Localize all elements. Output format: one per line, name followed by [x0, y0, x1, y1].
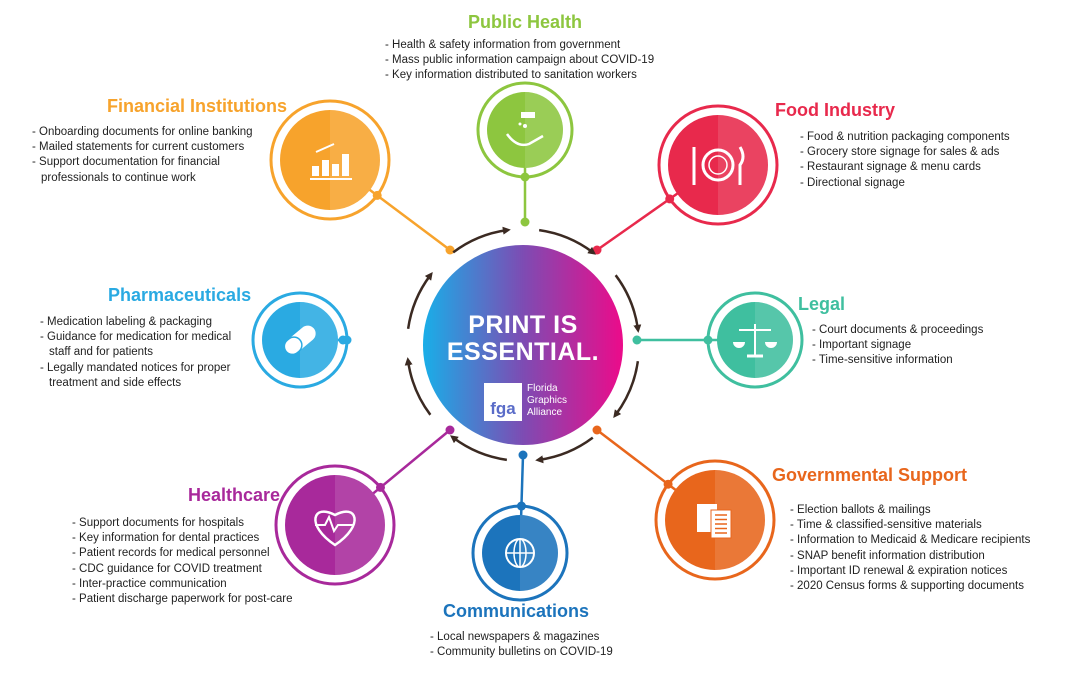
list-item: Key information for dental practices: [72, 531, 322, 546]
list-item: Court documents & proceedings: [812, 323, 1032, 338]
communications-node: [471, 501, 569, 602]
legal-title: Legal: [798, 294, 846, 314]
financial-institutions-connector-dot: [445, 245, 455, 255]
governmental-support-node: [654, 459, 776, 581]
food-industry-node: [657, 104, 779, 226]
cycle-arrow: [449, 435, 508, 462]
cycle-arrow: [452, 226, 511, 254]
list-item: Mass public information campaign about C…: [385, 53, 685, 68]
financial-institutions-node: [269, 99, 391, 221]
healthcare-title: Healthcare: [188, 485, 281, 505]
communications-list: Local newspapers & magazinesCommunity bu…: [430, 630, 650, 660]
list-item: Patient records for medical personnel: [72, 546, 322, 561]
legal-node: [703, 291, 804, 389]
list-item: Restaurant signage & menu cards: [800, 160, 1060, 175]
healthcare-node: [274, 464, 396, 586]
communications-connector-dot: [518, 450, 528, 460]
governmental-support-connector-dot: [592, 425, 602, 435]
pharmaceuticals-node: [251, 291, 352, 389]
list-item: Information to Medicaid & Medicare recip…: [790, 533, 1080, 548]
list-item: CDC guidance for COVID treatment: [72, 562, 322, 577]
title-line-1: PRINT IS: [468, 311, 578, 339]
list-item: Directional signage: [800, 176, 1060, 191]
hand-sanitizer-icon: [505, 112, 544, 147]
cycle-arrow: [538, 228, 597, 255]
list-item: Support documentation for financial prof…: [32, 155, 272, 185]
list-item: Time & classified-sensitive materials: [790, 518, 1080, 533]
public-health-list: Health & safety information from governm…: [385, 38, 685, 84]
center-circle: [423, 245, 623, 445]
healthcare-list: Support documents for hospitalsKey infor…: [72, 516, 322, 607]
governmental-support-list: Election ballots & mailingsTime & classi…: [790, 503, 1080, 594]
governmental-support-title: Governmental Support: [772, 465, 968, 485]
list-item: Medication labeling & packaging: [40, 315, 255, 330]
public-health-connector-dot: [520, 217, 530, 227]
list-item: Local newspapers & magazines: [430, 630, 650, 645]
legal-connector-dot: [632, 335, 642, 345]
globe-icon: [505, 538, 535, 568]
list-item: Key information distributed to sanitatio…: [385, 68, 685, 83]
pharmaceuticals-title: Pharmaceuticals: [108, 285, 252, 305]
pill-icon: [283, 325, 316, 356]
communications-title: Communications: [443, 601, 590, 621]
logo-line: Graphics: [527, 395, 568, 406]
list-item: Support documents for hospitals: [72, 516, 322, 531]
financial-institutions-list: Onboarding documents for online bankingM…: [32, 125, 272, 186]
public-health-node: [476, 81, 574, 182]
scales-icon: [733, 324, 777, 358]
list-item: Time-sensitive information: [812, 353, 1032, 368]
healthcare-connector-dot: [445, 425, 455, 435]
food-industry-connector-dot: [592, 245, 602, 255]
list-item: Guidance for medication for medical staf…: [40, 330, 255, 360]
list-item: Community bulletins on COVID-19: [430, 645, 650, 660]
list-item: Health & safety information from governm…: [385, 38, 685, 53]
list-item: Food & nutrition packaging components: [800, 130, 1060, 145]
financial-institutions-title: Financial Institutions: [107, 96, 288, 116]
documents-icon: [697, 504, 732, 539]
food-industry-list: Food & nutrition packaging componentsGro…: [800, 130, 1060, 191]
logo-line: Alliance: [527, 407, 563, 418]
logo-text: Florida Graphics Alliance: [527, 383, 567, 419]
public-health-title: Public Health: [467, 12, 583, 32]
food-industry-title: Food Industry: [775, 100, 895, 120]
center-title: PRINT IS ESSENTIAL.: [423, 312, 623, 366]
fga-logo: fga Florida Graphics Alliance: [484, 383, 567, 421]
list-item: Grocery store signage for sales & ads: [800, 145, 1060, 160]
plate-fork-knife-icon: [692, 146, 745, 185]
list-item: Important ID renewal & expiration notice…: [790, 564, 1080, 579]
list-item: Patient discharge paperwork for post-car…: [72, 592, 322, 607]
list-item: Onboarding documents for online banking: [32, 125, 272, 140]
cycle-arrow: [613, 360, 640, 419]
legal-list: Court documents & proceedingsImportant s…: [812, 323, 1032, 369]
list-item: 2020 Census forms & supporting documents: [790, 579, 1080, 594]
list-item: Important signage: [812, 338, 1032, 353]
list-item: Inter-practice communication: [72, 577, 322, 592]
title-line-2: ESSENTIAL.: [446, 338, 600, 366]
cycle-arrow: [406, 271, 433, 330]
cycle-arrow: [535, 436, 594, 464]
list-item: Election ballots & mailings: [790, 503, 1080, 518]
list-item: Mailed statements for current customers: [32, 140, 272, 155]
pharmaceuticals-list: Medication labeling & packagingGuidance …: [40, 315, 255, 391]
bar-chart-icon: [310, 143, 352, 180]
cycle-arrow: [614, 274, 642, 333]
logo-line: Florida: [527, 383, 558, 394]
list-item: Legally mandated notices for proper trea…: [40, 361, 255, 391]
cycle-arrow: [404, 357, 432, 416]
list-item: SNAP benefit information distribution: [790, 549, 1080, 564]
logo-mark: fga: [484, 383, 522, 421]
